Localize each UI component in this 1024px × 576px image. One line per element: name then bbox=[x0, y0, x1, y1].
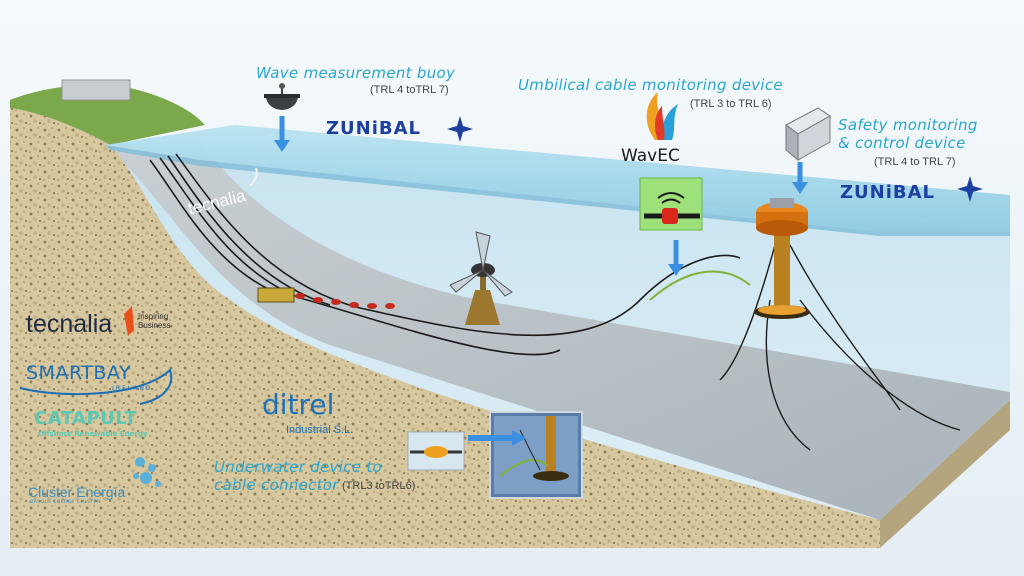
wavec-flame-icon bbox=[646, 92, 678, 140]
cluster-dots-icon bbox=[133, 457, 161, 487]
floating-platform bbox=[754, 198, 810, 319]
umbilical-title: Umbilical cable monitoring device bbox=[518, 76, 783, 94]
arrow-right-icon bbox=[468, 430, 526, 446]
smartbay-logo: SMARTBAY bbox=[26, 362, 132, 384]
safety-title-line2: & control device bbox=[838, 134, 966, 152]
connector-inset bbox=[407, 411, 583, 499]
cluster-energia-sub: BASQUE ENERGY CLUSTER bbox=[30, 500, 101, 505]
wavec-logo: WavEC bbox=[621, 146, 680, 166]
cluster-energia-logo: Cluster Energía bbox=[28, 484, 126, 500]
zunibal-logo-1: ZUNiBAL bbox=[326, 118, 422, 139]
tecnalia-mark-icon bbox=[124, 306, 134, 336]
seabed-floor bbox=[105, 140, 1010, 520]
mooring-lines bbox=[719, 244, 961, 451]
tecnalia-sea-mark bbox=[249, 167, 258, 187]
safety-trl: (TRL 4 to TRL 7) bbox=[874, 156, 956, 168]
catapult-sub: Offshore Renewable Energy bbox=[38, 430, 148, 438]
control-box-icon bbox=[785, 107, 831, 162]
zunibal-logo-2: ZUNiBAL bbox=[840, 182, 936, 203]
smartbay-sub: IRELAND bbox=[112, 385, 153, 392]
connector-trl: (TRL3 toTRL6) bbox=[342, 480, 416, 492]
wave-buoy-trl: (TRL 4 toTRL 7) bbox=[370, 84, 449, 96]
arrow-down-icon bbox=[279, 116, 803, 264]
tidal-turbine bbox=[449, 231, 513, 325]
grass-top bbox=[10, 84, 205, 145]
connector-title-line1: Underwater device to bbox=[214, 458, 383, 476]
rock-side-face bbox=[880, 400, 1010, 548]
tecnalia-tagline-1: Inspiring bbox=[138, 312, 169, 321]
smartbay-swoosh-icon bbox=[19, 368, 173, 405]
tecnalia-tagline-2: Business bbox=[138, 321, 171, 330]
ditrel-logo: ditrel bbox=[262, 388, 335, 421]
umbilical-cable bbox=[649, 270, 751, 301]
rock-cross-section bbox=[10, 108, 880, 548]
cable-floats bbox=[295, 293, 395, 309]
arrow-heads bbox=[274, 140, 808, 276]
connector-title-line2: cable connector bbox=[214, 476, 339, 494]
safety-title-line1: Safety monitoring bbox=[838, 116, 978, 134]
wifi-signal-icon bbox=[639, 177, 703, 231]
catapult-logo: CATAPULT bbox=[34, 408, 138, 429]
wave-buoy-title: Wave measurement buoy bbox=[256, 64, 456, 82]
ditrel-sub: Industrial S.L. bbox=[286, 424, 354, 436]
tecnalia-logo: tecnalia bbox=[26, 310, 113, 338]
buoy-icon bbox=[264, 83, 300, 110]
seabed-hub bbox=[257, 287, 295, 303]
shore-building bbox=[61, 79, 131, 101]
umbilical-trl: (TRL 3 to TRL 6) bbox=[690, 98, 772, 110]
compass-star-icon bbox=[447, 116, 983, 202]
